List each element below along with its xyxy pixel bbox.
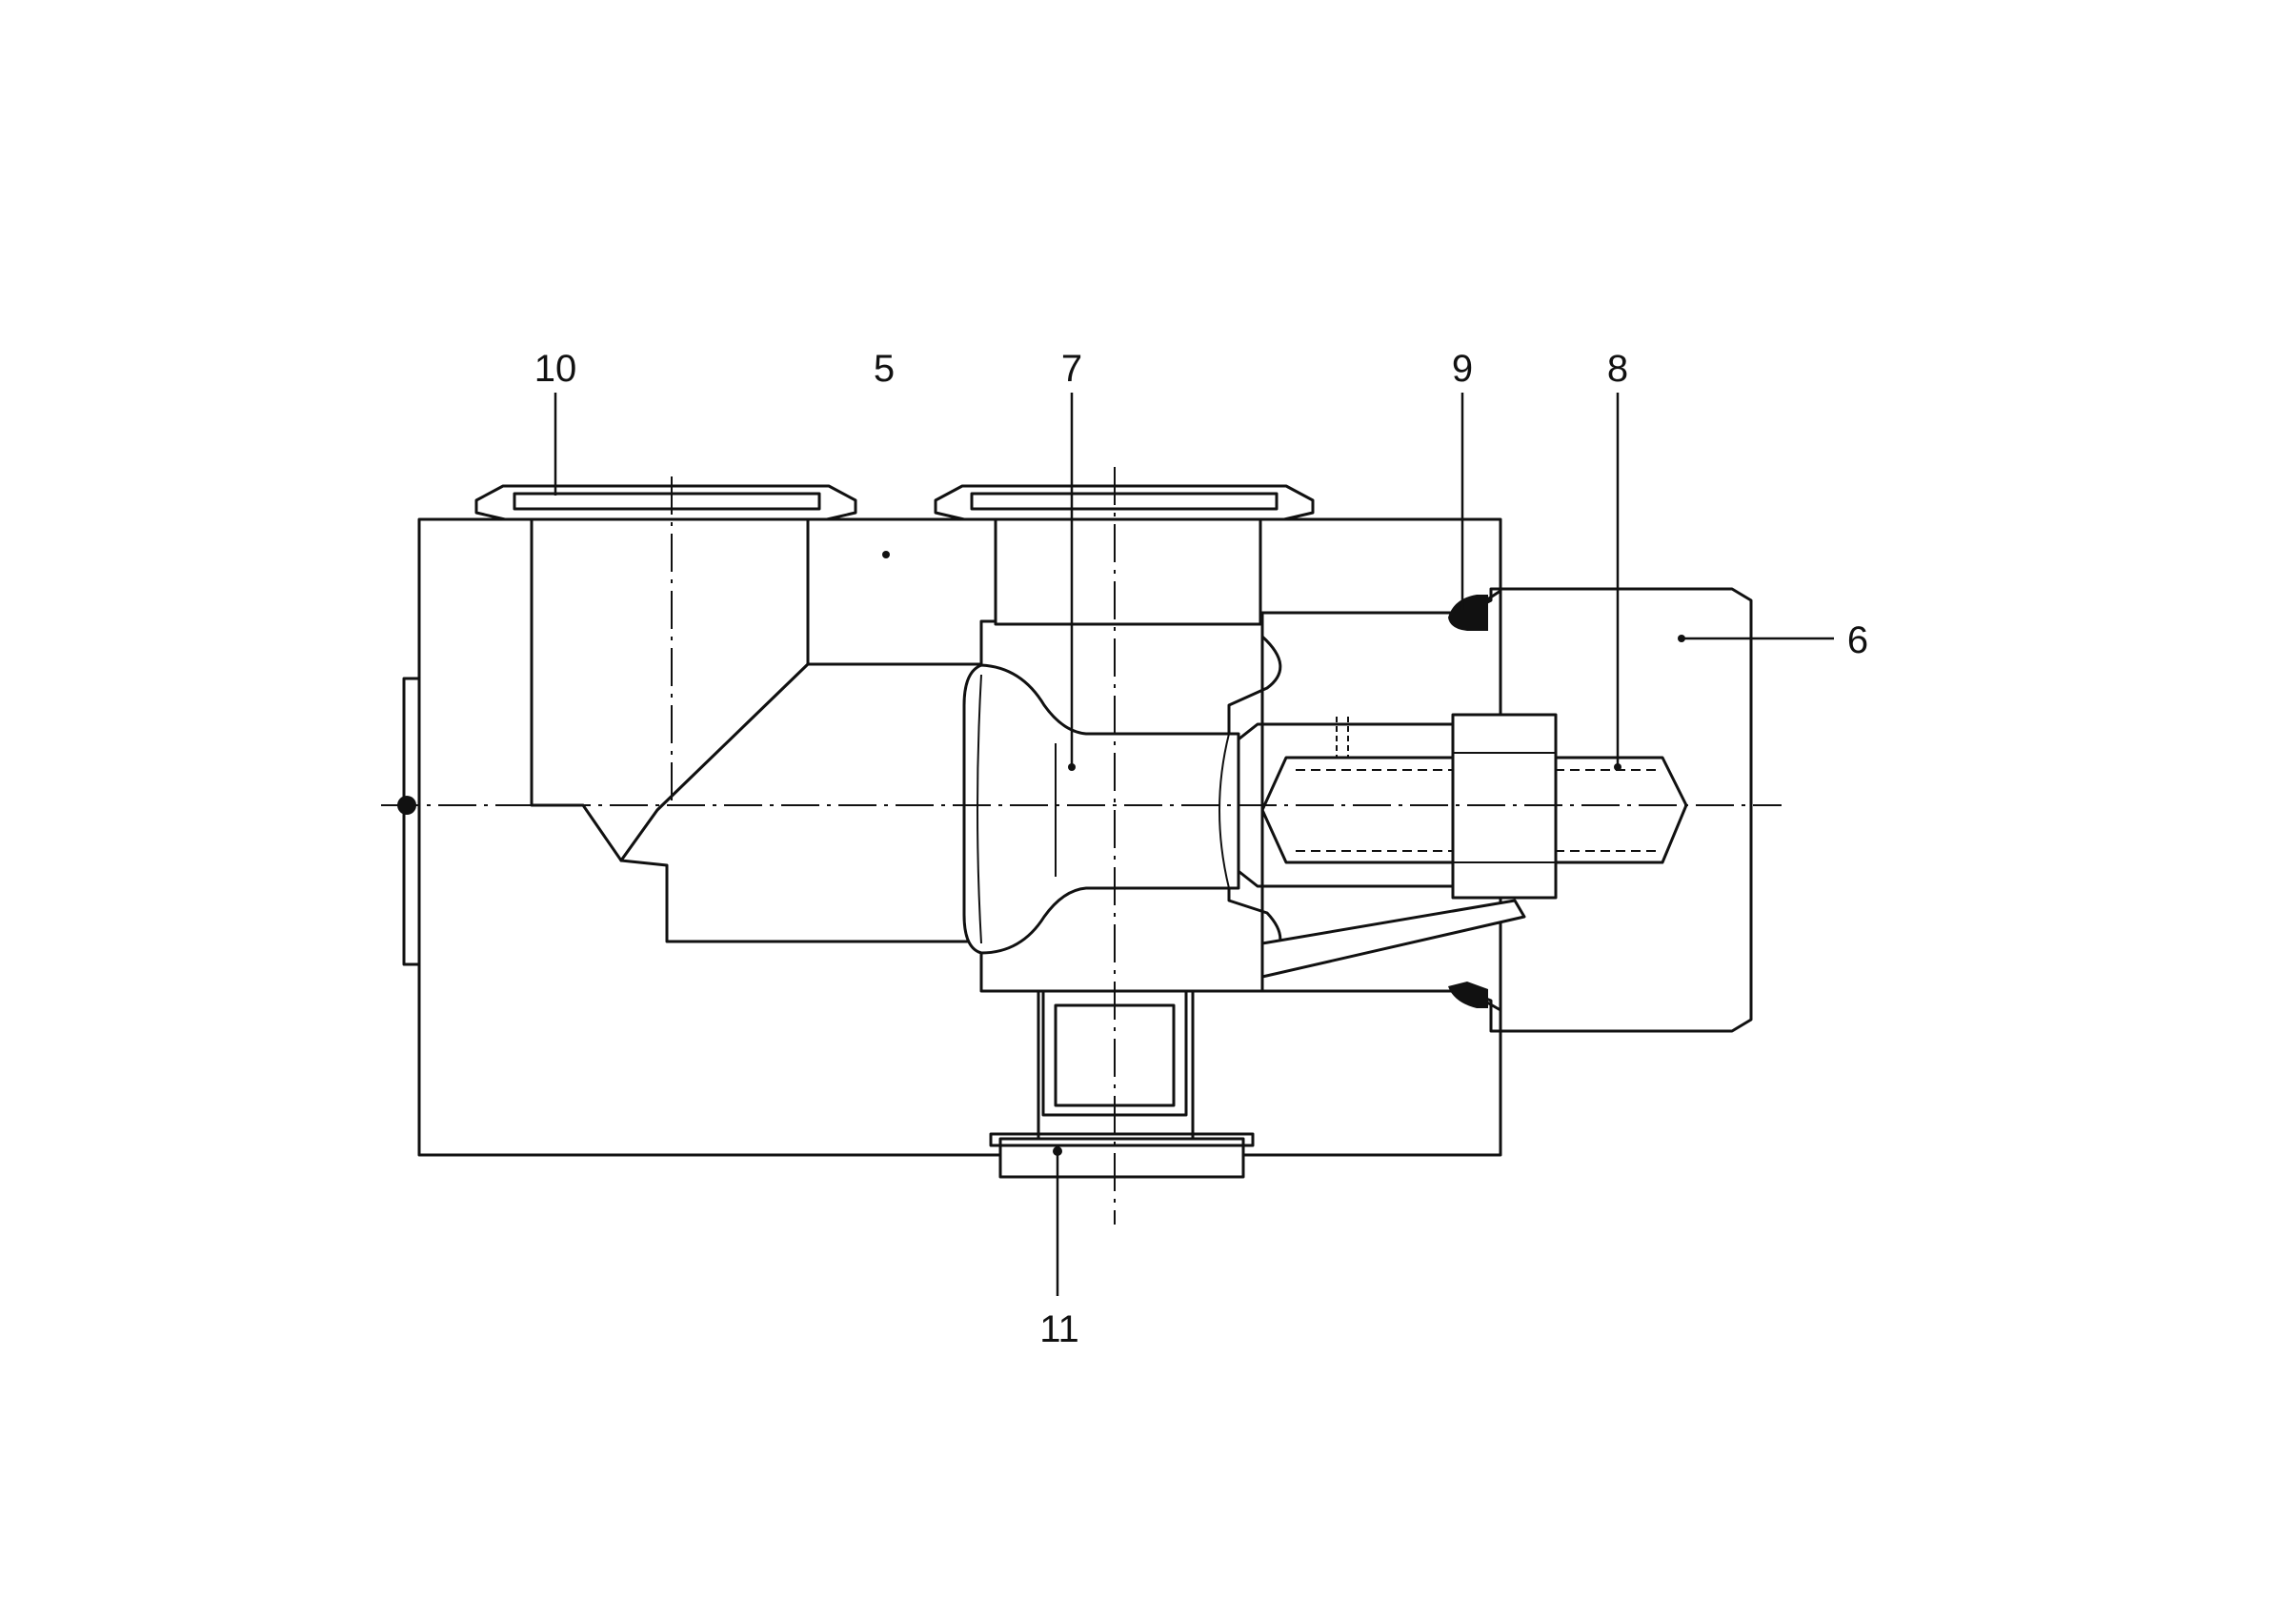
callout-11: 11 [1039,1308,1079,1350]
center-lines [381,467,1782,1225]
callout-10: 10 [534,348,577,390]
callout-labels: 10 5 7 9 8 6 11 [534,348,1868,1350]
bottom-plug [989,989,1255,1179]
callout-5: 5 [874,348,895,390]
callout-9: 9 [1452,348,1473,390]
left-flange [397,677,421,966]
callout-8: 8 [1607,348,1628,390]
top-seal-rings [474,484,1315,521]
callout-6: 6 [1847,619,1868,661]
leader-lines [554,393,1834,1296]
valve-plug [962,663,1240,955]
callout-7: 7 [1061,348,1082,390]
bonnet-seals [1448,595,1488,1008]
